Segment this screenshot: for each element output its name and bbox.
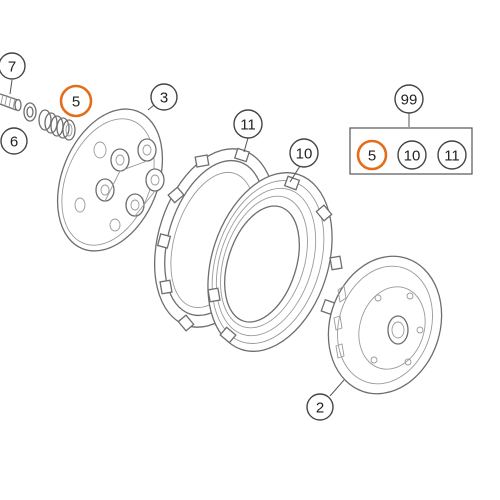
steel-disc-stack-part — [207, 172, 343, 352]
svg-text:7: 7 — [8, 59, 16, 76]
adjusting-screw-part — [0, 93, 22, 112]
kit-item-11[interactable]: 11 — [437, 140, 467, 170]
clutch-spring-part — [38, 109, 76, 141]
callout-99[interactable]: 99 — [394, 84, 424, 114]
svg-text:10: 10 — [404, 148, 421, 165]
callout-11[interactable]: 11 — [233, 109, 263, 139]
svg-text:3: 3 — [160, 90, 168, 107]
leader-7 — [9, 79, 13, 95]
inner-hub-part — [327, 255, 443, 395]
svg-text:10: 10 — [296, 146, 313, 163]
leader-10 — [289, 165, 301, 183]
svg-text:5: 5 — [72, 94, 80, 111]
callout-2[interactable]: 2 — [306, 393, 334, 421]
svg-text:11: 11 — [444, 148, 460, 165]
washer-part — [23, 102, 37, 122]
callout-7[interactable]: 7 — [0, 52, 26, 80]
svg-text:99: 99 — [401, 92, 418, 109]
pressure-plate-part — [56, 108, 165, 252]
callout-10[interactable]: 10 — [289, 138, 319, 168]
leader-11 — [243, 137, 249, 153]
callout-5-highlighted[interactable]: 5 — [59, 84, 93, 118]
svg-text:11: 11 — [240, 117, 256, 134]
svg-text:2: 2 — [316, 400, 324, 417]
kit-contents-box: 5 10 11 — [349, 127, 473, 175]
kit-item-5-highlighted[interactable]: 5 — [356, 139, 388, 171]
svg-text:6: 6 — [10, 134, 18, 151]
callout-6[interactable]: 6 — [0, 127, 28, 155]
leader-2 — [329, 379, 345, 397]
svg-text:5: 5 — [368, 148, 376, 165]
callout-3[interactable]: 3 — [150, 83, 178, 111]
kit-item-10[interactable]: 10 — [397, 140, 427, 170]
